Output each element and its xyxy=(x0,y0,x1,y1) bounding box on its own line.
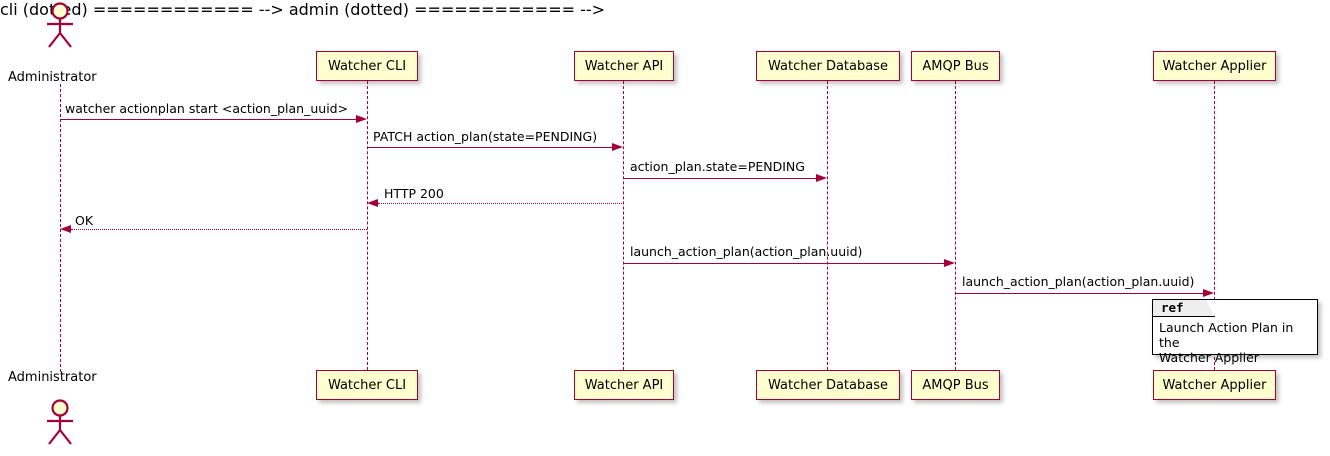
actor-label-administrator-top: Administrator xyxy=(8,70,97,85)
ref-fragment-tab-label: ref xyxy=(1161,300,1184,315)
participant-watcher-database-top[interactable]: Watcher Database xyxy=(756,51,900,81)
ref-fragment: ref Launch Action Plan in the Watcher Ap… xyxy=(1152,299,1318,365)
message-label-7: launch_action_plan(action_plan.uuid) xyxy=(962,274,1195,289)
actor-administrator-top xyxy=(47,2,73,48)
lifeline-watcher-database xyxy=(827,81,828,370)
message-label-2: PATCH action_plan(state=PENDING) xyxy=(373,129,598,144)
participant-watcher-api-top[interactable]: Watcher API xyxy=(574,51,674,81)
participant-amqp-bus-top[interactable]: AMQP Bus xyxy=(911,51,1000,81)
message-arrowhead-5 xyxy=(60,224,71,233)
message-arrowhead-2 xyxy=(612,142,623,151)
message-label-4: HTTP 200 xyxy=(384,186,444,201)
message-arrowhead-3 xyxy=(816,173,827,182)
participant-watcher-cli-top[interactable]: Watcher CLI xyxy=(316,51,418,81)
actor-administrator-bottom xyxy=(47,399,73,445)
ref-fragment-body: Launch Action Plan in the Watcher Applie… xyxy=(1159,320,1313,365)
lifeline-amqp-bus xyxy=(955,81,956,370)
message-line-7 xyxy=(956,293,1204,294)
message-line-5 xyxy=(71,229,367,230)
participant-watcher-applier-top[interactable]: Watcher Applier xyxy=(1153,51,1276,81)
message-label-6: launch_action_plan(action_plan.uuid) xyxy=(630,244,863,259)
lifeline-watcher-api xyxy=(623,81,624,370)
message-line-6 xyxy=(624,263,945,264)
message-arrowhead-6 xyxy=(944,258,955,267)
participant-watcher-database-bottom[interactable]: Watcher Database xyxy=(756,370,900,400)
message-arrowhead-7 xyxy=(1203,288,1214,297)
participant-watcher-applier-bottom[interactable]: Watcher Applier xyxy=(1153,370,1276,400)
participant-amqp-bus-bottom[interactable]: AMQP Bus xyxy=(911,370,1000,400)
message-line-4 xyxy=(378,203,622,204)
message-label-3: action_plan.state=PENDING xyxy=(630,159,805,174)
message-label-1: watcher actionplan start <action_plan_uu… xyxy=(65,101,349,116)
message-arrowhead-4 xyxy=(367,198,378,207)
message-line-1 xyxy=(61,119,357,120)
message-label-5: OK xyxy=(75,213,94,228)
ref-fragment-body-line-1: Launch Action Plan in the xyxy=(1159,320,1294,350)
message-line-3 xyxy=(624,178,817,179)
message-line-2 xyxy=(368,147,613,148)
participant-watcher-api-bottom[interactable]: Watcher API xyxy=(574,370,674,400)
participant-watcher-cli-bottom[interactable]: Watcher CLI xyxy=(316,370,418,400)
lifeline-watcher-cli xyxy=(367,81,368,370)
message-arrowhead-1 xyxy=(356,114,367,123)
lifeline-watcher-applier xyxy=(1214,81,1215,370)
ref-fragment-body-line-2: Watcher Applier xyxy=(1159,350,1259,365)
actor-label-administrator-bottom: Administrator xyxy=(8,370,97,385)
